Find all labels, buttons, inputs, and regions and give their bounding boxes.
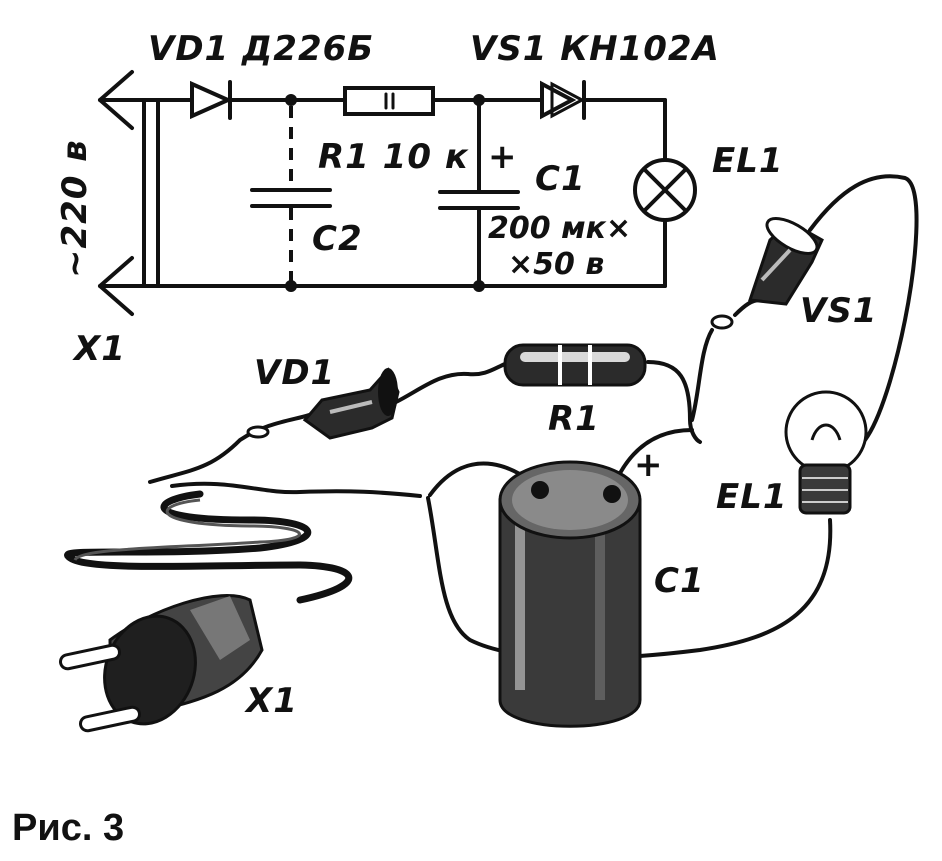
x1-assembly-label: X1 [244,681,298,721]
r1-assembly-label: R1 [548,399,600,439]
schematic-diagram: VD1 Д226Б VS1 КН102А R1 10 к + C1 200 мк… [55,29,784,369]
capacitor-c1-component [498,460,642,728]
c2-schematic-label: C2 [312,219,363,259]
dinistor-vs1-symbol [540,80,667,162]
capacitor-c1-symbol [438,98,520,288]
dinistor-vs1-component [710,217,824,330]
plug-terminal-bottom [98,256,667,316]
diode-vd1-symbol [190,80,347,120]
figure-caption: Рис. 3 [12,807,124,849]
plus-sign: + [488,137,518,177]
x1-schematic-label: X1 [72,329,126,369]
c1-schematic-label: C1 [535,159,586,199]
plus-sign: + [634,445,664,485]
vd1-assembly-label: VD1 [254,353,335,393]
c1-assembly-label: C1 [654,561,705,601]
c1-capacitance-spec: 200 мк× [488,211,631,246]
r1-schematic-label: R1 10 к [318,137,469,177]
resistor-r1-symbol [343,86,542,116]
lamp-el1-symbol [633,158,697,288]
capacitor-c2-symbol [250,106,332,282]
resistor-r1-component [503,343,647,387]
el1-assembly-label: EL1 [716,477,788,517]
vd1-schematic-label: VD1 Д226Б [148,29,374,69]
vs1-schematic-label: VS1 КН102А [470,29,720,69]
el1-schematic-label: EL1 [712,141,784,181]
lamp-el1-component [784,390,868,515]
junction-node [285,94,297,106]
assembly-drawing: VD1 R1 VS1 EL1 C1 X1 + [59,174,919,733]
wiring [64,174,919,661]
diode-vd1-component [246,367,400,440]
vs1-assembly-label: VS1 [800,291,877,331]
plug-x1-component [59,594,264,733]
c1-voltage-spec: ×50 в [508,247,604,282]
junction-node [285,280,297,292]
voltage-label: ~220 в [55,139,95,278]
